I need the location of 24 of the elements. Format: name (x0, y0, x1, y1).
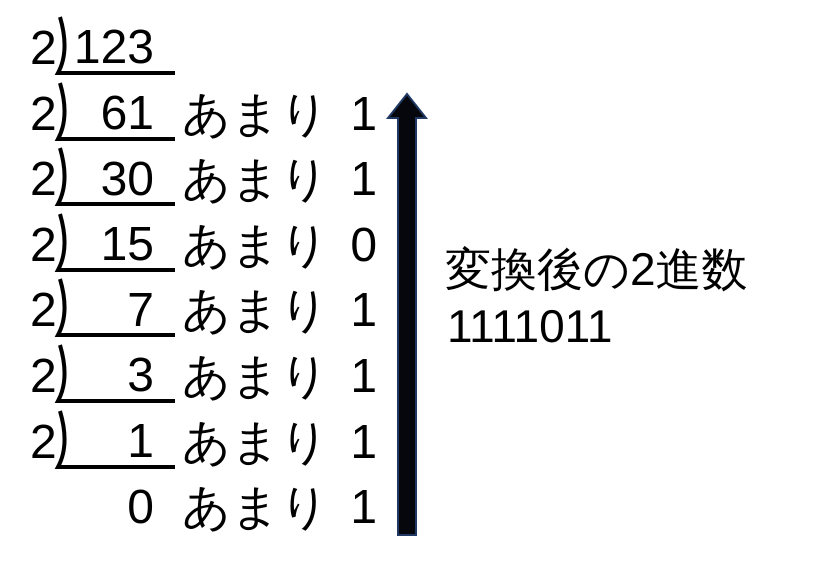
quotient-number: 3 (127, 357, 154, 396)
result-heading: 変換後の2進数 (445, 246, 748, 292)
divisor-number: 2 (30, 158, 57, 202)
remainder-text: あまり 1 (182, 355, 378, 398)
quotient-number: 61 (100, 95, 154, 134)
quotient-number: 15 (100, 226, 154, 265)
quotient-number: 1 (127, 423, 154, 462)
divisor-number: 2 (30, 420, 57, 464)
divisor-number: 2 (30, 92, 57, 136)
remainder-text: あまり 1 (182, 486, 378, 530)
divisor-number: 2 (30, 289, 57, 333)
remainder-text: あまり 0 (182, 224, 378, 267)
divisor-number: 2 (30, 27, 57, 70)
divisor-number: 2 (30, 224, 57, 267)
quotient-number: 30 (100, 160, 154, 199)
quotient-number: 123 (74, 29, 154, 68)
divisor-number: 2 (30, 355, 57, 398)
quotient-number: 0 (127, 488, 154, 527)
binary-result: 1111011 (447, 303, 612, 349)
remainder-text: あまり 1 (182, 420, 378, 464)
remainder-text: あまり 1 (182, 92, 378, 136)
quotient-number: 7 (127, 292, 154, 330)
remainder-text: あまり 1 (182, 158, 378, 202)
remainder-text: あまり 1 (182, 289, 378, 333)
